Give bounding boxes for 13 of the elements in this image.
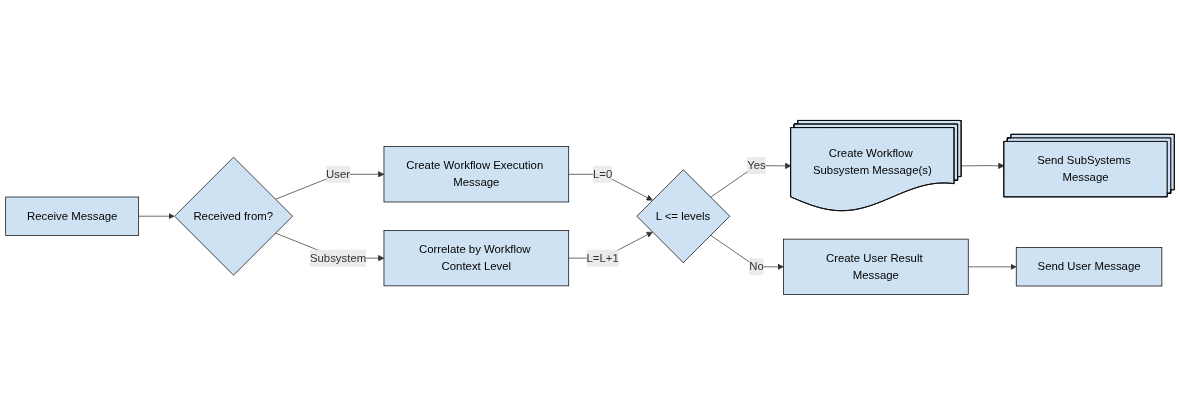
node-box: Create Workflow Execution Message: [383, 146, 570, 203]
edge-label: L=0: [592, 167, 613, 180]
node-box: Send User Message: [1015, 247, 1163, 287]
node-box: Correlate by Workflow Context Level: [383, 230, 570, 287]
edge-label: L=L+1: [586, 251, 619, 264]
node-diamond: L <= levels: [636, 169, 731, 264]
edge-label: No: [749, 260, 764, 273]
node-box: Create User Result Message: [783, 238, 969, 295]
edge-label: User: [326, 167, 351, 180]
edge-label: Yes: [747, 159, 766, 172]
node-box: Receive Message: [5, 196, 140, 236]
edge-label: Subsystem: [309, 251, 367, 264]
node-diamond: Received from?: [174, 156, 293, 276]
